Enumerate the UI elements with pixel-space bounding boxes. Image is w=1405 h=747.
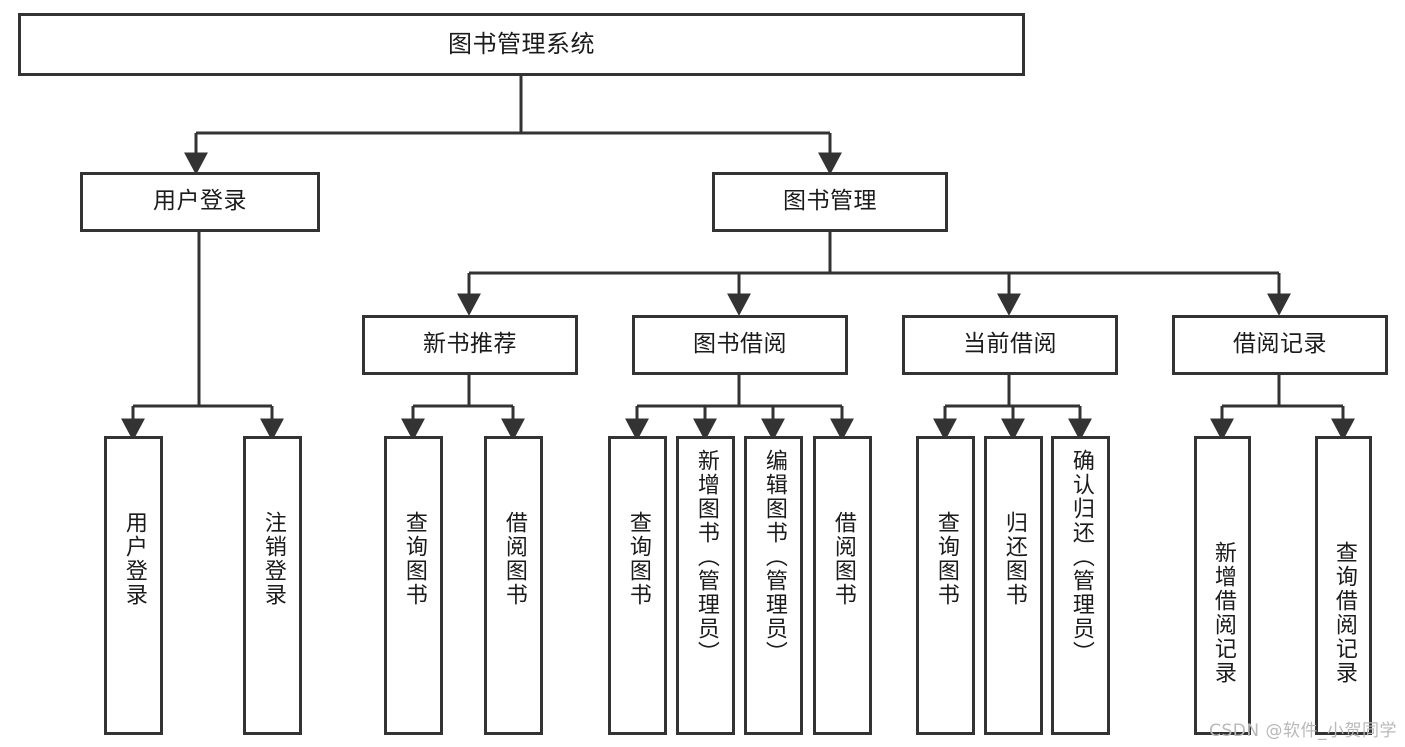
node-current-borrowing[interactable]: 当前借阅 bbox=[902, 315, 1118, 375]
node-label: 注销登录 bbox=[260, 511, 286, 607]
leaf-query-borrow-record[interactable]: 查询借阅记录 bbox=[1315, 436, 1372, 735]
leaf-query-book-current[interactable]: 查询图书 bbox=[916, 436, 975, 735]
node-label: 图书管理系统 bbox=[448, 30, 595, 59]
node-label: 查询图书 bbox=[625, 511, 651, 607]
leaf-add-book-admin[interactable]: 新增图书（管理员） bbox=[676, 436, 735, 735]
node-root-book-management-system[interactable]: 图书管理系统 bbox=[18, 13, 1025, 76]
node-label: 新增图书（管理员） bbox=[693, 449, 719, 665]
watermark-csdn: CSDN @软件_小贺同学 bbox=[1209, 721, 1397, 741]
node-label: 图书借阅 bbox=[693, 331, 787, 358]
node-label: 用户登录 bbox=[153, 188, 247, 215]
node-book-borrowing[interactable]: 图书借阅 bbox=[632, 315, 848, 375]
node-user-login[interactable]: 用户登录 bbox=[80, 172, 320, 232]
node-label: 查询图书 bbox=[933, 511, 959, 607]
leaf-confirm-return-admin[interactable]: 确认归还（管理员） bbox=[1051, 436, 1110, 735]
node-label: 查询借阅记录 bbox=[1331, 541, 1357, 685]
node-label: 图书管理 bbox=[783, 188, 877, 215]
leaf-edit-book-admin[interactable]: 编辑图书（管理员） bbox=[744, 436, 803, 735]
node-book-management[interactable]: 图书管理 bbox=[712, 172, 948, 232]
node-label: 归还图书 bbox=[1001, 511, 1027, 607]
node-label: 查询图书 bbox=[401, 511, 427, 607]
leaf-borrow-book-recommend[interactable]: 借阅图书 bbox=[484, 436, 543, 735]
leaf-add-borrow-record[interactable]: 新增借阅记录 bbox=[1194, 436, 1251, 735]
leaf-query-book-recommend[interactable]: 查询图书 bbox=[384, 436, 443, 735]
node-borrowing-record[interactable]: 借阅记录 bbox=[1172, 315, 1388, 375]
node-label: 用户登录 bbox=[121, 511, 147, 607]
node-label: 确认归还（管理员） bbox=[1068, 449, 1094, 665]
leaf-logout[interactable]: 注销登录 bbox=[243, 436, 302, 735]
node-label: 新增借阅记录 bbox=[1210, 541, 1236, 685]
node-new-book-recommendation[interactable]: 新书推荐 bbox=[362, 315, 578, 375]
node-label: 新书推荐 bbox=[423, 331, 517, 358]
node-label: 借阅图书 bbox=[830, 511, 856, 607]
node-label: 借阅记录 bbox=[1233, 331, 1327, 358]
leaf-return-book[interactable]: 归还图书 bbox=[984, 436, 1043, 735]
leaf-borrow-book[interactable]: 借阅图书 bbox=[813, 436, 872, 735]
leaf-user-login[interactable]: 用户登录 bbox=[104, 436, 163, 735]
node-label: 当前借阅 bbox=[963, 331, 1057, 358]
node-label: 编辑图书（管理员） bbox=[761, 449, 787, 665]
node-label: 借阅图书 bbox=[501, 511, 527, 607]
leaf-query-book-borrow[interactable]: 查询图书 bbox=[608, 436, 667, 735]
